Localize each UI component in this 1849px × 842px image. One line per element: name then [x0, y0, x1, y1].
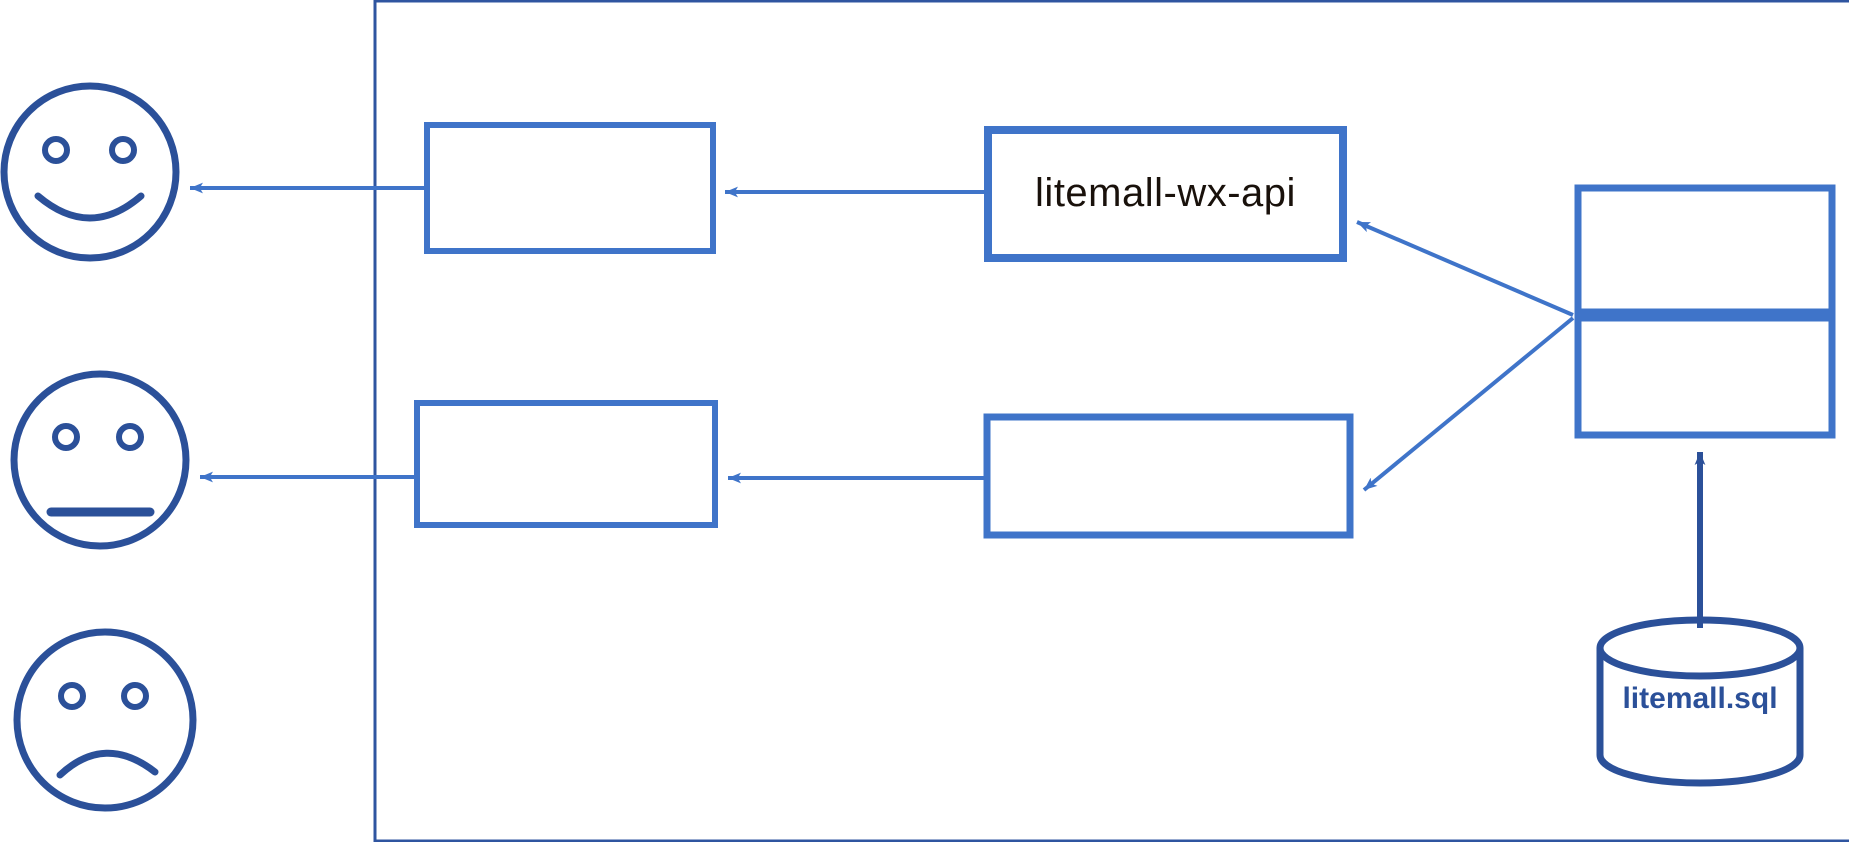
node-core-bottom[interactable]	[1574, 314, 1836, 439]
node-core-top[interactable]	[1574, 184, 1836, 316]
node-frontend-bot[interactable]	[414, 400, 718, 528]
smiley-happy-icon	[0, 82, 180, 262]
edge-core-to-wxapi	[1356, 220, 1574, 317]
edge-core-to-admin	[1362, 316, 1575, 492]
smiley-sad-icon	[13, 628, 197, 812]
node-admin-api[interactable]	[983, 413, 1354, 539]
database-cylinder-icon[interactable]	[1596, 616, 1804, 787]
node-wx-api[interactable]	[984, 126, 1347, 262]
system-boundary	[373, 0, 1849, 842]
node-frontend-top[interactable]	[424, 122, 716, 254]
smiley-neutral-icon	[10, 370, 190, 550]
